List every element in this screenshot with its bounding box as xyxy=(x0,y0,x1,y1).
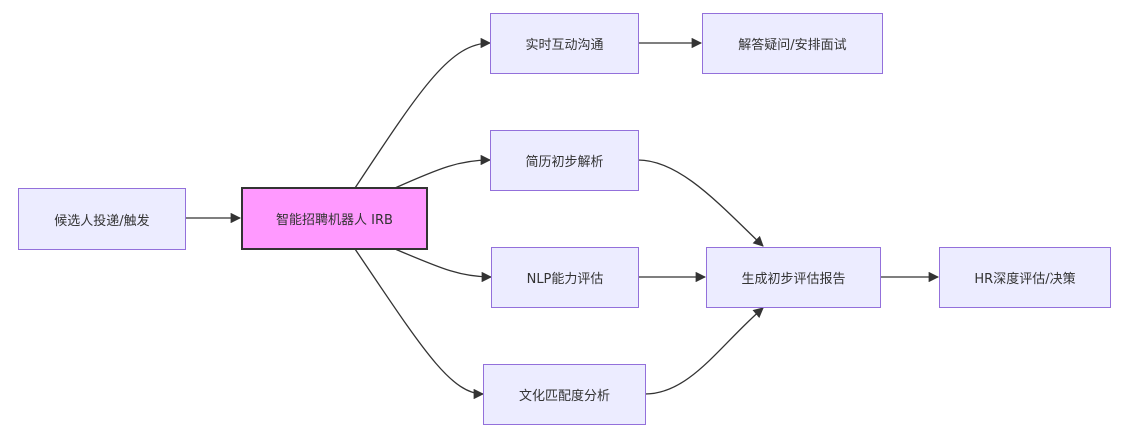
node-label: 生成初步评估报告 xyxy=(741,272,846,287)
node-label: 简历初步解析 xyxy=(525,155,604,170)
node-label: 候选人投递/触发 xyxy=(54,213,150,229)
node-resume-parsing[interactable]: 简历初步解析 xyxy=(490,130,639,191)
node-candidate-submit[interactable]: 候选人投递/触发 xyxy=(18,188,186,250)
node-hr-decision[interactable]: HR深度评估/决策 xyxy=(939,247,1111,308)
node-label: 实时互动沟通 xyxy=(525,38,604,53)
edge-irb-g xyxy=(354,248,485,400)
edge-irb-e xyxy=(394,154,492,189)
node-label: 智能招聘机器人 IRB xyxy=(276,213,393,228)
node-answer-questions-schedule-interview[interactable]: 解答疑问/安排面试 xyxy=(702,13,883,74)
node-generate-report[interactable]: 生成初步评估报告 xyxy=(706,247,881,308)
node-label: NLP能力评估 xyxy=(526,272,604,287)
edge-e-h xyxy=(637,159,764,247)
node-label: 文化匹配度分析 xyxy=(518,389,610,404)
edge-irb-c xyxy=(354,37,492,189)
edge-g-h xyxy=(644,307,764,395)
node-label: HR深度评估/决策 xyxy=(974,272,1076,287)
node-nlp-assessment[interactable]: NLP能力评估 xyxy=(491,247,639,308)
node-label: 解答疑问/安排面试 xyxy=(738,38,847,53)
node-realtime-communication[interactable]: 实时互动沟通 xyxy=(490,13,639,74)
edge-irb-f xyxy=(394,248,493,283)
node-culture-fit-analysis[interactable]: 文化匹配度分析 xyxy=(483,364,646,425)
node-irb[interactable]: 智能招聘机器人 IRB xyxy=(241,187,428,250)
